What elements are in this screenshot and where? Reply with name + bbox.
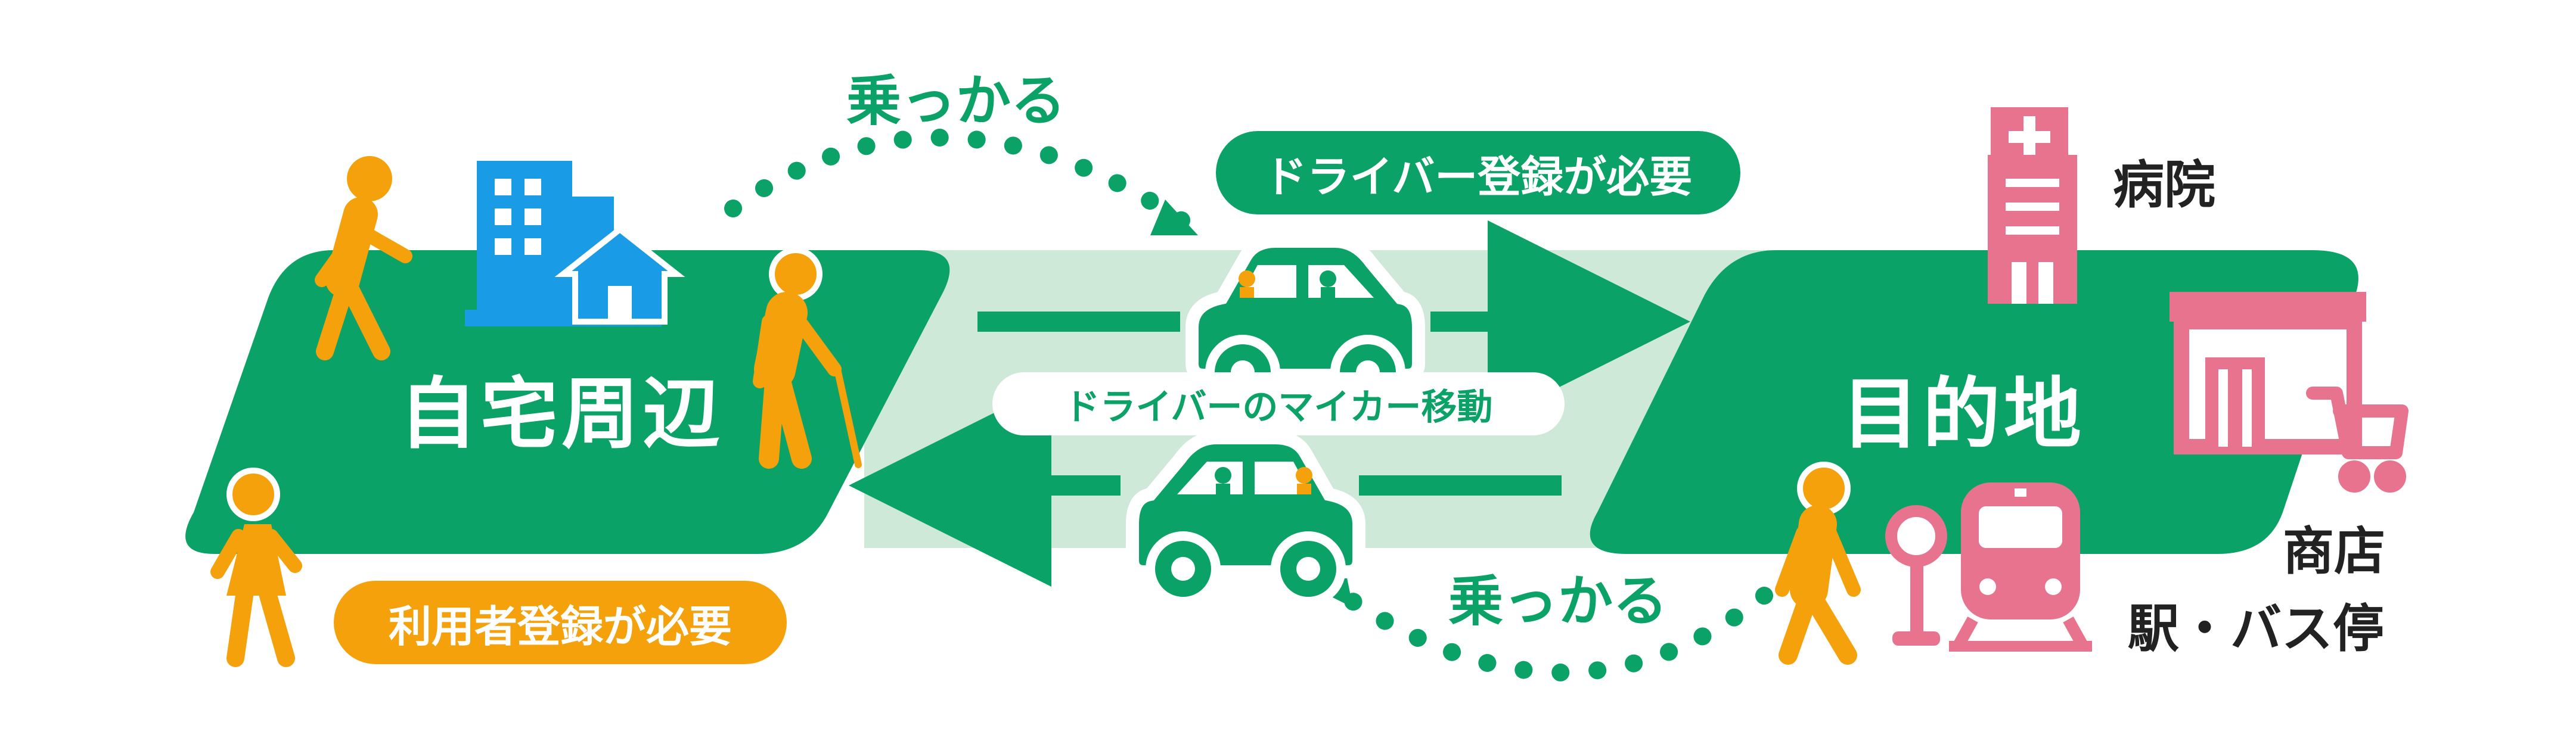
driver-movement-label: ドライバーのマイカー移動 [992,372,1565,435]
destination-area-shape [1590,250,2358,554]
shop-icon [2170,292,2366,454]
shopping-cart-icon [2306,387,2409,493]
user-registration-badge: 利用者登録が必要 [334,581,787,664]
ride-arc-bottom [1314,572,1773,681]
shop-label: 商店 [2283,522,2385,581]
walking-person-icon [1775,462,1861,665]
train-icon [1949,482,2092,652]
destination-area-title: 目的地 [1842,369,2085,459]
car-icon [1126,431,1365,606]
ride-arc-top [724,129,1195,232]
walking-person-icon [210,468,302,667]
elderly-person-cane-icon [753,247,862,469]
station-label: 駅・バス停 [2128,599,2384,659]
hospital-label: 病院 [2113,155,2215,215]
walking-person-icon [315,156,412,360]
ride-label-bottom: 乗っかる [1448,569,1668,633]
driver-registration-badge: ドライバー登録が必要 [1216,131,1740,214]
ride-label-top: 乗っかる [846,69,1066,133]
home-area-title: 自宅周辺 [399,369,724,459]
bus-stop-icon [1885,505,1947,646]
hospital-icon [1988,107,2077,304]
house-icon [554,225,685,325]
ride-arc-top-head [1150,200,1198,235]
